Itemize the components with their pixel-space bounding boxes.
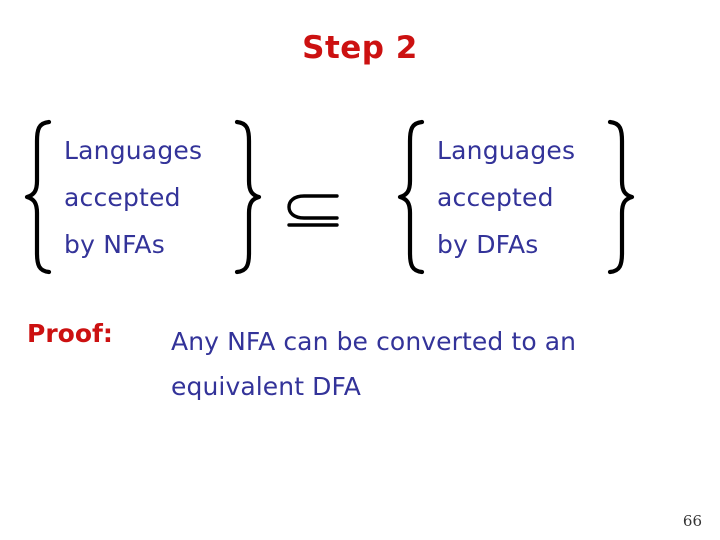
proof-label: Proof: [27, 319, 113, 348]
set-line: by DFAs [437, 229, 539, 259]
set-line: Languages [64, 135, 203, 165]
set-group-dfa: Languages accepted by DFAs [397, 119, 635, 275]
proof-line: Any NFA can be converted to an [171, 327, 577, 356]
page-number: 66 [682, 512, 702, 530]
page-title: Step 2 [302, 30, 418, 66]
set-line: accepted [64, 182, 181, 212]
subset-or-equal-icon [286, 190, 340, 228]
proof-line: equivalent DFA [171, 372, 361, 401]
set-group-nfa: Languages accepted by NFAs [24, 119, 262, 275]
left-curly-brace-icon [397, 119, 427, 275]
proof-body: Any NFA can be converted to an equivalen… [171, 319, 671, 409]
set-line: by NFAs [64, 229, 165, 259]
set-lines-dfa: Languages accepted by DFAs [427, 127, 605, 268]
right-curly-brace-icon [605, 119, 635, 275]
set-line: Languages [437, 135, 576, 165]
right-curly-brace-icon [232, 119, 262, 275]
set-line: accepted [437, 182, 554, 212]
set-lines-nfa: Languages accepted by NFAs [54, 127, 232, 268]
left-curly-brace-icon [24, 119, 54, 275]
